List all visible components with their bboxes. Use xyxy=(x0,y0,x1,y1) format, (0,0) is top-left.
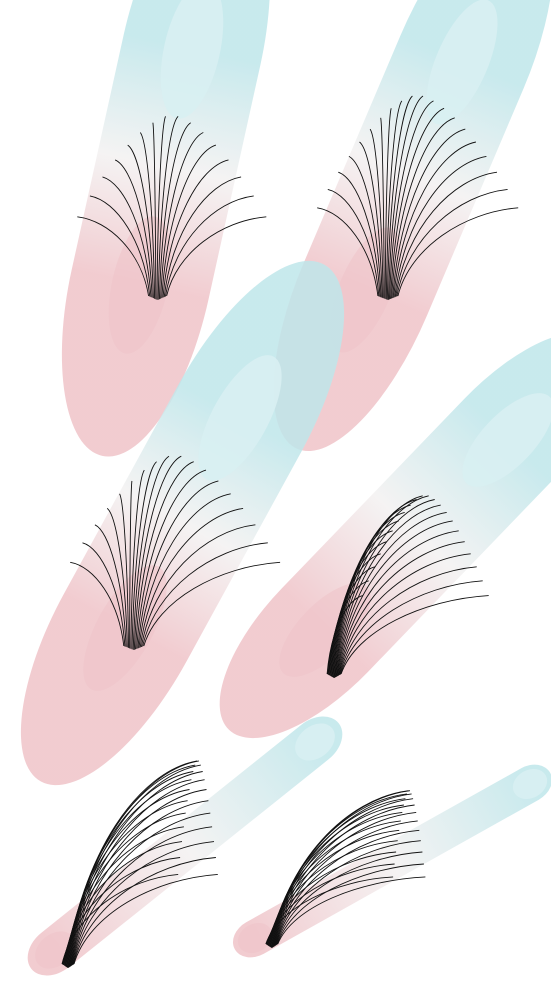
figure-canvas xyxy=(0,0,551,984)
